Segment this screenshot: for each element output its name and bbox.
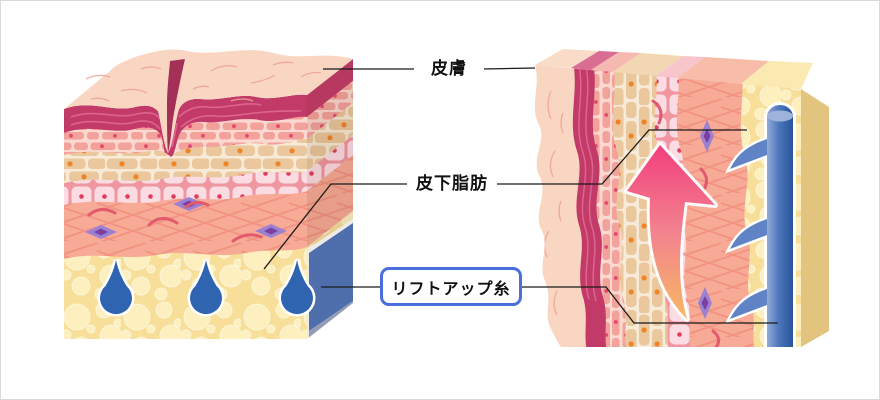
lifted-block-front-face: [534, 65, 801, 347]
wrinkle-furrow: [167, 59, 185, 153]
leader-lines: [263, 67, 778, 324]
thread-cone-icon: [187, 259, 225, 317]
thread-barb-icon: [724, 285, 770, 324]
leader-line-fat-right: [497, 129, 747, 185]
lift-thread-rod: [724, 102, 796, 347]
dermis-cells: [85, 197, 287, 243]
lifted-skin-block: [534, 49, 829, 347]
lift-up-arrow-icon: [624, 142, 718, 322]
liftup-thread-label-box: リフトアップ糸: [380, 267, 522, 306]
stratum-streaks: [578, 65, 597, 302]
thread-cone-icon: [278, 259, 316, 317]
skin-surface-top: [64, 49, 353, 153]
thread-cone-icon: [97, 259, 135, 317]
wrinkle-lines: [85, 61, 322, 102]
leader-line-thread-right: [522, 286, 778, 324]
leader-line-skin-right: [483, 67, 536, 70]
skin-label: 皮膚: [431, 59, 467, 79]
subcutaneous-fat-label: 皮下脂肪: [416, 174, 488, 194]
thread-barb-icon: [724, 215, 770, 254]
dermis-cells: [651, 99, 720, 347]
sagging-skin-block: [64, 49, 353, 339]
lifted-block-top-face: [535, 49, 813, 89]
thread-barb-icon: [724, 135, 770, 174]
leader-line-fat-left: [263, 183, 407, 270]
lifted-block-side-face: [801, 89, 829, 347]
thread-anchor-cones: [97, 259, 316, 317]
